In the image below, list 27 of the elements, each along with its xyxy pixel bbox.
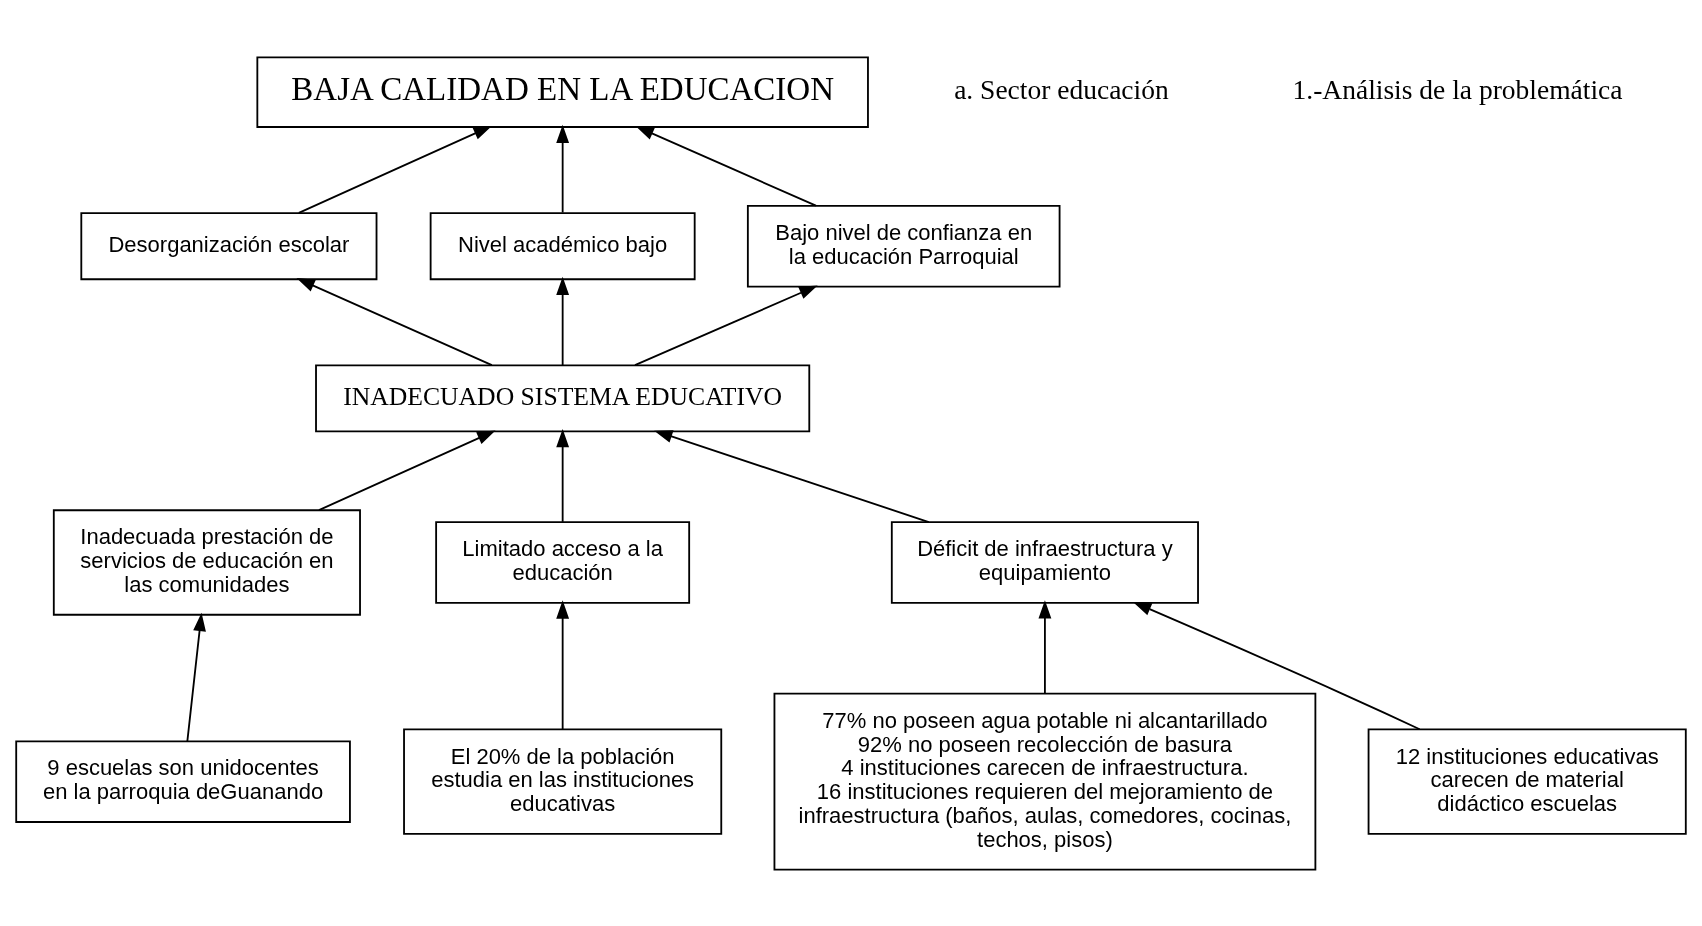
label: 1.-Análisis de la problemática xyxy=(1292,73,1623,105)
arrow xyxy=(296,277,493,366)
arrow xyxy=(186,612,206,742)
arrow xyxy=(1132,601,1421,730)
arrow xyxy=(1038,599,1052,694)
node-box: Desorganización escolar xyxy=(80,211,378,280)
node-box: BAJA CALIDAD EN LA EDUCACION xyxy=(256,55,869,128)
node-box: 77% no poseen agua potable ni alcantarillado 92% no poseen recolección de basura 4 instituciones carecen de infraestructura. 16 instituciones requieren del mejoramiento de infraestructura (baños, aulas, comedores, cocinas, techos, pisos) xyxy=(773,692,1317,871)
node-box: 12 instituciones educativas carecen de material didáctico escuelas xyxy=(1367,727,1687,835)
node-box: Déficit de infraestructura y equipamiento xyxy=(890,520,1199,604)
arrow xyxy=(654,429,930,523)
label: a. Sector educación xyxy=(954,73,1169,105)
node-box: Nivel académico bajo xyxy=(429,211,696,280)
arrow xyxy=(556,124,570,213)
arrow xyxy=(556,428,570,523)
node-box: INADECUADO SISTEMA EDUCATIVO xyxy=(315,364,811,432)
node-box: 9 escuelas son unidocentes en la parroquia deGuanando xyxy=(15,739,351,823)
node-box: Bajo nivel de confianza en la educación Parroquial xyxy=(746,204,1061,287)
arrow xyxy=(297,125,492,214)
arrow xyxy=(556,276,570,366)
arrow xyxy=(635,125,817,207)
arrow xyxy=(634,285,818,366)
node-box: El 20% de la población estudia en las instituciones educativas xyxy=(403,727,723,835)
node-box: Inadecuada prestación de servicios de educación en las comunidades xyxy=(52,508,361,616)
arrow xyxy=(318,430,496,511)
arrow xyxy=(556,599,570,730)
node-box: Limitado acceso a la educación xyxy=(435,520,691,604)
